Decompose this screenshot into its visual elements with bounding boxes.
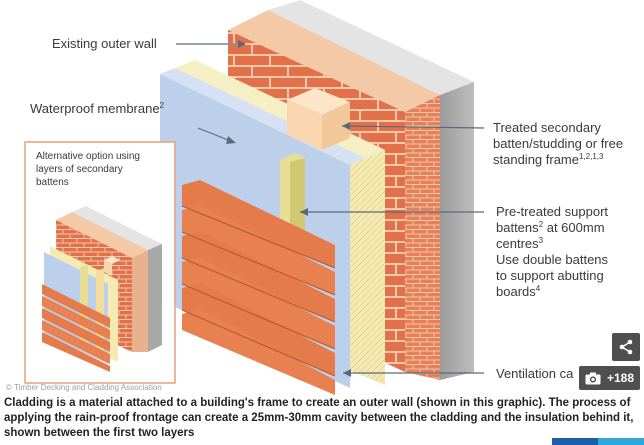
inset-line-1: Alternative option using — [36, 151, 140, 162]
secondary-batten-side — [322, 102, 350, 150]
concrete-wall-top — [268, 0, 474, 95]
inset-box: Alternative option using layers of secon… — [24, 141, 176, 384]
label-support-3: centres3 — [496, 236, 544, 251]
label-secondary-batten-1: Treated secondary — [493, 120, 601, 135]
gallery-button[interactable]: +188 — [579, 366, 640, 390]
inset-mini-diagram — [42, 206, 162, 372]
brick-wall-top — [228, 10, 440, 112]
image-caption: Cladding is a material attached to a bui… — [4, 397, 634, 439]
social-bar-left[interactable] — [552, 438, 598, 445]
label-support-5: to support abutting — [496, 268, 604, 283]
secondary-batten-top — [287, 88, 350, 115]
leader-lines — [176, 43, 485, 374]
label-existing-outer-wall: Existing outer wall — [52, 36, 157, 51]
secondary-batten-front — [287, 100, 322, 150]
label-support-2: battens2 at 600mm — [496, 220, 605, 235]
image-credit: © Timber Decking and Cladding Associatio… — [6, 383, 162, 392]
label-support-6: boards4 — [496, 284, 541, 299]
label-secondary-batten-2: batten/studding or free — [493, 136, 623, 151]
label-support-1: Pre-treated support — [496, 204, 608, 219]
label-support-4: Use double battens — [496, 252, 609, 267]
share-button[interactable] — [612, 333, 640, 361]
share-icon — [619, 339, 633, 355]
label-ventilation-cavity: Ventilation ca — [496, 366, 574, 381]
label-waterproof-membrane: Waterproof membrane2 — [30, 101, 165, 116]
inset-line-2: layers of secondary — [36, 164, 123, 175]
label-secondary-batten-3: standing frame1,2,1,3 — [493, 152, 604, 167]
gallery-count: +188 — [606, 371, 635, 385]
cladding-boards — [181, 180, 336, 395]
inset-line-3: battens — [36, 177, 69, 188]
camera-icon — [585, 372, 601, 384]
social-bar-right[interactable] — [598, 438, 644, 445]
concrete-wall-front — [440, 82, 474, 380]
main-diagram — [160, 0, 485, 395]
